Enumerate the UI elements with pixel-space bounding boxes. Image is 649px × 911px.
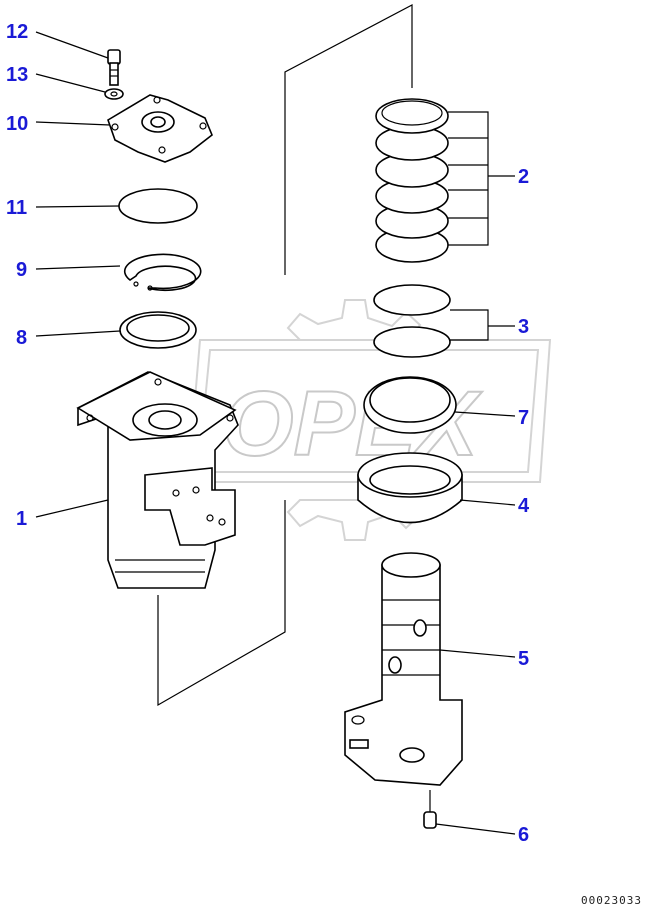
callout-3: 3 — [518, 316, 529, 338]
leader-lines — [35, 31, 516, 835]
plug-part-6 — [423, 790, 437, 829]
swivel-body-part-1 — [76, 371, 239, 589]
callout-13: 13 — [6, 64, 28, 86]
assembly-lines — [157, 4, 413, 707]
callout-labels: 12 13 10 11 9 8 1 2 3 7 4 5 6 — [6, 21, 530, 846]
washer-part-13 — [104, 88, 124, 100]
callout-7: 7 — [518, 407, 529, 429]
callout-10: 10 — [6, 113, 28, 135]
seal-part-8 — [119, 311, 197, 349]
callout-5: 5 — [518, 648, 529, 670]
callout-1: 1 — [16, 508, 27, 530]
callout-8: 8 — [16, 327, 27, 349]
callout-12: 12 — [6, 21, 28, 43]
cup-part-4 — [357, 452, 463, 524]
snap-ring-part-9 — [123, 253, 202, 292]
callout-2: 2 — [518, 166, 529, 188]
drawing-code: 00023033 — [581, 894, 642, 907]
callout-11: 11 — [6, 197, 27, 219]
ring-stack-part-2 — [375, 98, 449, 263]
bolt-part-12 — [107, 49, 121, 86]
o-ring-part-11 — [118, 188, 198, 224]
shaft-part-5 — [344, 552, 463, 786]
o-rings-part-3 — [373, 284, 451, 358]
callout-6: 6 — [518, 824, 529, 846]
cover-part-10 — [107, 94, 213, 163]
callout-4: 4 — [518, 495, 530, 517]
callout-9: 9 — [16, 259, 27, 281]
ring-part-7 — [363, 376, 457, 434]
